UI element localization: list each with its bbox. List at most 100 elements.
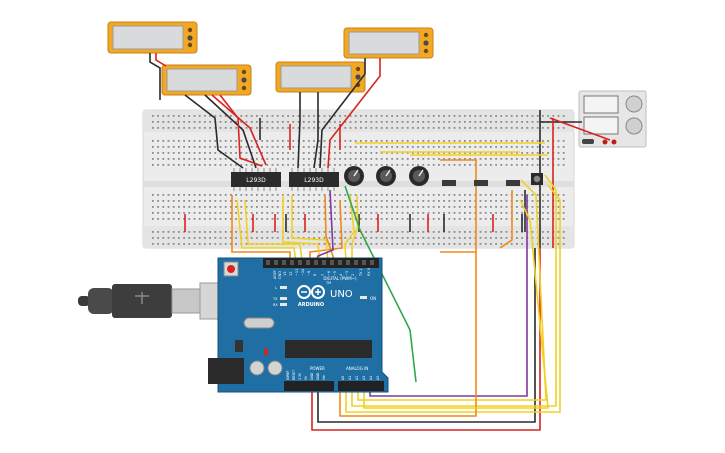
breadboard-hole: [562, 164, 565, 166]
digital-label: DIGITAL (PWM~): [323, 276, 357, 281]
arduino-uno-board[interactable]: ARDUINO TM UNO ON DIGITAL (PWM~) POWER A…: [208, 257, 389, 393]
potentiometer-3[interactable]: [409, 166, 429, 186]
breadboard-hole: [464, 206, 466, 208]
breadboard-hole: [427, 121, 430, 123]
breadboard-hole: [266, 164, 269, 166]
breadboard-hole: [344, 121, 347, 123]
breadboard-hole: [235, 237, 237, 239]
breadboard-hole: [469, 243, 471, 245]
breadboard-hole: [479, 243, 482, 245]
breadboard-hole: [542, 140, 544, 142]
breadboard-hole: [240, 140, 243, 142]
breadboard-hole: [292, 164, 295, 166]
breadboard-hole: [302, 194, 305, 196]
breadboard-hole: [271, 237, 274, 239]
breadboard-hole: [224, 152, 227, 154]
potentiometer-2[interactable]: [376, 166, 396, 186]
breadboard-hole: [562, 158, 565, 160]
breadboard-hole: [380, 146, 383, 148]
breadboard-hole: [308, 140, 310, 142]
breadboard-hole: [438, 127, 440, 129]
motor-2[interactable]: [161, 64, 252, 96]
breadboard-hole: [375, 218, 378, 220]
breadboard-hole: [323, 237, 326, 239]
breadboard-hole: [344, 140, 347, 142]
power-supply[interactable]: [578, 90, 647, 148]
gnd-pin-label: GND: [278, 271, 282, 279]
breadboard-hole: [458, 164, 461, 166]
breadboard-hole: [313, 218, 315, 220]
breadboard-hole: [370, 164, 373, 166]
breadboard-hole: [183, 237, 185, 239]
breadboard-hole: [365, 158, 367, 160]
breadboard-hole: [224, 140, 227, 142]
breadboard-hole: [271, 194, 274, 196]
breadboard-hole: [297, 115, 300, 117]
breadboard-hole: [318, 121, 321, 123]
breadboard-hole: [370, 140, 373, 142]
breadboard-hole: [422, 115, 425, 117]
breadboard-hole: [339, 237, 341, 239]
breadboard-hole: [396, 127, 399, 129]
breadboard-hole: [162, 231, 165, 233]
breadboard-hole: [443, 140, 445, 142]
breadboard-hole: [230, 218, 232, 220]
breadboard-hole: [157, 127, 159, 129]
motor-3[interactable]: [275, 61, 366, 93]
breadboard-hole: [370, 200, 373, 202]
breadboard-hole: [526, 121, 529, 123]
breadboard-hole: [198, 206, 201, 208]
motor-1[interactable]: [107, 21, 198, 54]
motor-driver-chip-left[interactable]: L293D: [231, 168, 281, 191]
breadboard-hole: [406, 231, 409, 233]
power-header[interactable]: [284, 381, 334, 391]
digital-pin-label: RX 0: [367, 268, 371, 276]
breadboard-hole: [308, 115, 310, 117]
breadboard-hole: [183, 158, 185, 160]
analog-header[interactable]: [338, 381, 384, 391]
potentiometer-1[interactable]: [344, 166, 364, 186]
breadboard-hole: [250, 164, 253, 166]
breadboard-hole: [308, 231, 310, 233]
breadboard-hole: [531, 218, 534, 220]
breadboard-hole: [458, 237, 461, 239]
model-text: UNO: [330, 289, 353, 300]
breadboard-hole: [380, 237, 383, 239]
breadboard-hole: [172, 243, 175, 245]
breadboard-hole: [261, 152, 263, 154]
power-jack[interactable]: [208, 358, 244, 384]
motor-driver-chip-right[interactable]: L293D: [289, 168, 339, 191]
breadboard-hole: [464, 200, 466, 202]
breadboard-hole: [427, 146, 430, 148]
push-button[interactable]: [531, 173, 543, 185]
breadboard-hole: [276, 127, 279, 129]
breadboard-hole: [282, 115, 284, 117]
breadboard-hole: [438, 194, 440, 196]
digital-header[interactable]: [263, 258, 379, 268]
breadboard-hole: [287, 152, 289, 154]
breadboard-hole: [349, 152, 352, 154]
breadboard-hole: [453, 146, 456, 148]
breadboard-hole: [458, 194, 461, 196]
breadboard-hole: [401, 206, 404, 208]
breadboard-hole: [526, 127, 529, 129]
breadboard-hole: [188, 194, 191, 196]
breadboard-hole: [235, 243, 237, 245]
breadboard-hole: [276, 164, 279, 166]
breadboard-hole: [193, 152, 196, 154]
breadboard-hole: [292, 218, 295, 220]
breadboard-hole: [261, 218, 263, 220]
breadboard-hole: [183, 218, 185, 220]
breadboard-hole: [313, 206, 315, 208]
breadboard-hole: [193, 237, 196, 239]
breadboard-hole: [495, 140, 497, 142]
breadboard-hole: [328, 231, 331, 233]
breadboard-hole: [297, 194, 300, 196]
breadboard-hole: [162, 200, 165, 202]
breadboard-hole: [448, 115, 451, 117]
breadboard-hole: [250, 146, 253, 148]
breadboard-hole: [396, 146, 399, 148]
motor-4[interactable]: [343, 27, 434, 59]
breadboard-hole: [443, 164, 445, 166]
breadboard-hole: [438, 146, 440, 148]
